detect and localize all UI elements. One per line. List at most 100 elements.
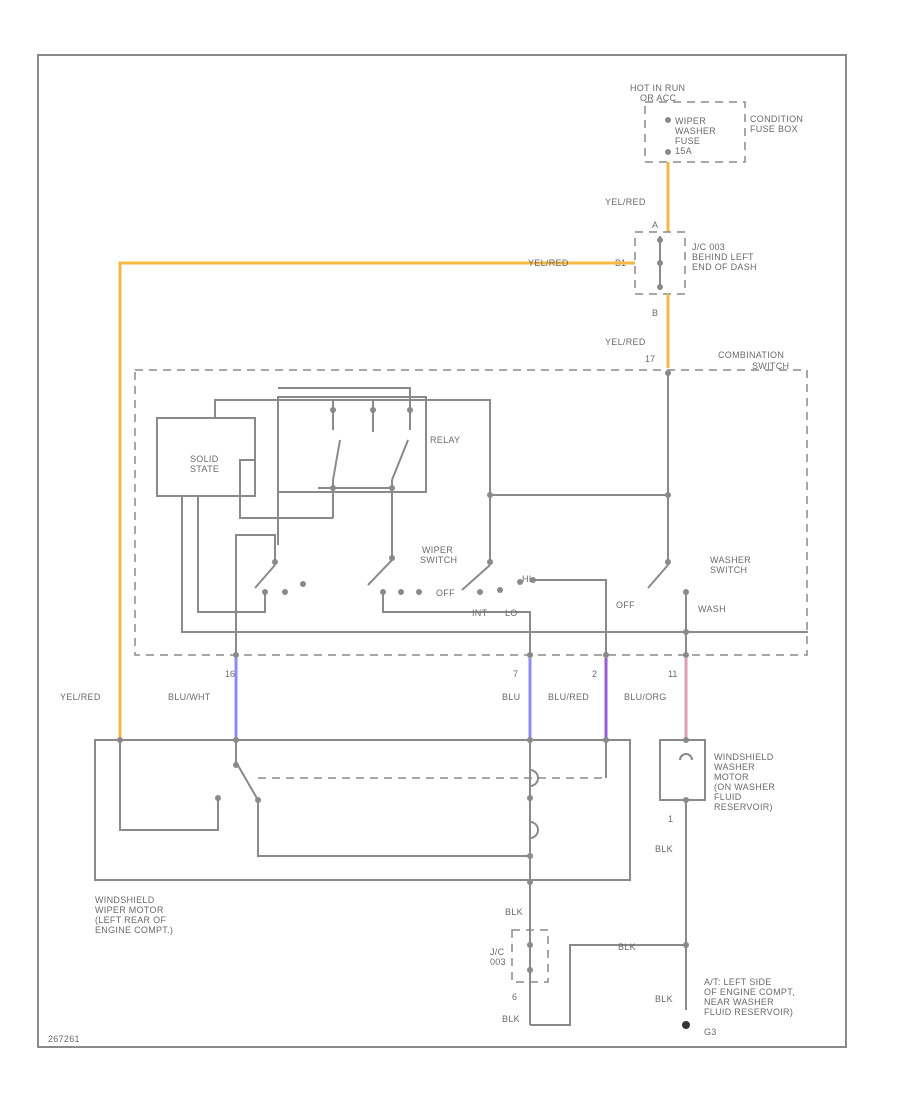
wire-left-switch bbox=[235, 534, 276, 655]
wire-label-blk-1: BLK bbox=[655, 844, 673, 854]
washer-motor-label-4: (ON WASHER bbox=[714, 782, 775, 792]
pin-2-node bbox=[603, 652, 609, 658]
jc-ground-node-2 bbox=[527, 967, 533, 973]
wire-wiper-switch-out bbox=[382, 592, 531, 655]
motor-ground-pin bbox=[527, 879, 533, 885]
wire-label-yel-red-3: YEL/RED bbox=[605, 337, 646, 347]
fuse-box-label-2: FUSE BOX bbox=[750, 124, 798, 134]
pin-label-16: 16 bbox=[225, 669, 235, 679]
wiper-switch-pivot-1 bbox=[389, 555, 395, 561]
washer-bus-node bbox=[683, 629, 689, 635]
jc-label-1: J/C 003 bbox=[692, 242, 725, 252]
hot-in-run-label-2: OR ACC bbox=[640, 93, 677, 103]
motor-internal-bottom bbox=[257, 800, 530, 857]
washer-off-label: OFF bbox=[616, 600, 635, 610]
washer-motor-label-3: MOTOR bbox=[714, 772, 749, 782]
relay-node-1 bbox=[330, 407, 336, 413]
motor-park-contact-1 bbox=[215, 795, 221, 801]
washer-switch-arm bbox=[647, 564, 669, 589]
wire-solid-to-left bbox=[181, 496, 808, 633]
wiper-switch-contact-6 bbox=[517, 579, 523, 585]
washer-motor-label-1: WINDSHIELD bbox=[714, 752, 774, 762]
motor-node-1 bbox=[527, 795, 533, 801]
jc-label-2: BEHIND LEFT bbox=[692, 252, 754, 262]
pin-label-a: A bbox=[652, 220, 658, 230]
fuse-box-label-1: CONDITION bbox=[750, 114, 803, 124]
footer-code: 267261 bbox=[48, 1034, 80, 1044]
wiper-switch-contact-5 bbox=[497, 587, 503, 593]
combination-switch-outline bbox=[134, 369, 808, 656]
motor-park-switch-arm bbox=[235, 761, 259, 801]
wire-label-blu-red: BLU/RED bbox=[548, 692, 589, 702]
ground-label-1: A/T: LEFT SIDE bbox=[704, 977, 772, 987]
bus-node-1 bbox=[487, 492, 493, 498]
jc-ground-box bbox=[511, 929, 549, 983]
fuse-label-1: WIPER bbox=[675, 116, 706, 126]
wire-label-blk-3: BLK bbox=[502, 1014, 520, 1024]
fuse-box-outline bbox=[644, 101, 746, 163]
jc2-label-b: 003 bbox=[490, 957, 506, 967]
jc-terminal-mid bbox=[657, 260, 663, 266]
washer-motor-label-2: WASHER bbox=[714, 762, 755, 772]
diagram-frame bbox=[37, 54, 847, 1048]
pin-label-2: 2 bbox=[592, 669, 597, 679]
wire-label-blu-wht: BLU/WHT bbox=[168, 692, 211, 702]
hot-in-run-label-1: HOT IN RUN bbox=[630, 83, 685, 93]
pin-label-11: 11 bbox=[668, 669, 677, 679]
wiper-motor-label-2: WIPER MOTOR bbox=[95, 905, 164, 915]
left-switch-pivot bbox=[272, 559, 278, 565]
fuse-top-terminal bbox=[665, 117, 671, 123]
wiper-motor-label-4: ENGINE COMPT.) bbox=[95, 925, 173, 935]
fuse-bottom-terminal bbox=[665, 149, 671, 155]
wire-label-blk-4: BLK bbox=[618, 942, 636, 952]
relay-node-3 bbox=[407, 407, 413, 413]
combo-entry-node bbox=[665, 370, 671, 376]
wire-label-blu-org: BLU/ORG bbox=[624, 692, 667, 702]
wiper-switch-label-2: SWITCH bbox=[420, 555, 457, 565]
motor-park-pivot bbox=[233, 762, 239, 768]
wire-label-blk-2: BLK bbox=[505, 907, 523, 917]
washer-switch-label-1: WASHER bbox=[710, 555, 751, 565]
ground-label-5: G3 bbox=[704, 1027, 717, 1037]
washer-motor-label-5: FLUID bbox=[714, 792, 742, 802]
washer-motor-box bbox=[659, 739, 706, 801]
combination-switch-label-1: COMBINATION bbox=[718, 350, 784, 360]
jc-ground-node-1 bbox=[527, 942, 533, 948]
wiper-switch-label-1: WIPER bbox=[422, 545, 453, 555]
washer-motor-symbol bbox=[679, 753, 693, 761]
wire-solid-to-left-2 bbox=[197, 496, 266, 613]
ground-label-2: OF ENGINE COMPT, bbox=[704, 987, 795, 997]
wiper-switch-pivot-2 bbox=[487, 559, 493, 565]
jc2-label: J/C bbox=[490, 947, 505, 957]
wire-label-yel-red-2: YEL/RED bbox=[528, 258, 569, 268]
fuse-label-4: 15A bbox=[675, 146, 692, 156]
wiper-hi-label: HI bbox=[522, 574, 532, 584]
ground-join-node bbox=[683, 942, 689, 948]
wire-blk-ground-return bbox=[530, 944, 686, 1026]
washer-switch-pivot bbox=[665, 559, 671, 565]
washer-wash-label: WASH bbox=[698, 604, 726, 614]
left-switch-contact-2 bbox=[282, 589, 288, 595]
wire-label-yel-red-4: YEL/RED bbox=[60, 692, 101, 702]
relay-top-bus bbox=[278, 387, 411, 400]
washer-switch-label-2: SWITCH bbox=[710, 565, 747, 575]
jc-label-3: END OF DASH bbox=[692, 262, 757, 272]
pin-label-17: 17 bbox=[645, 354, 655, 364]
wire-solid-state-right bbox=[239, 459, 333, 519]
wiper-int-label: INT bbox=[472, 608, 488, 618]
fuse-label-2: WASHER bbox=[675, 126, 716, 136]
motor-node-2 bbox=[527, 853, 533, 859]
motor-winding-1 bbox=[529, 769, 539, 787]
wiper-lo-label: LO bbox=[505, 608, 518, 618]
left-switch-contact-3 bbox=[300, 581, 306, 587]
wiper-switch-contact-2 bbox=[398, 589, 404, 595]
ground-label-3: NEAR WASHER bbox=[704, 997, 774, 1007]
pin-label-1: 1 bbox=[668, 814, 673, 824]
left-switch-arm bbox=[254, 564, 276, 589]
solid-state-label-2: STATE bbox=[190, 464, 219, 474]
pin-label-7: 7 bbox=[513, 669, 518, 679]
fuse-label-3: FUSE bbox=[675, 136, 700, 146]
washer-motor-pin-top bbox=[683, 737, 689, 743]
jc-terminal-bottom bbox=[657, 284, 663, 290]
wiper-off-label: OFF bbox=[436, 588, 455, 598]
